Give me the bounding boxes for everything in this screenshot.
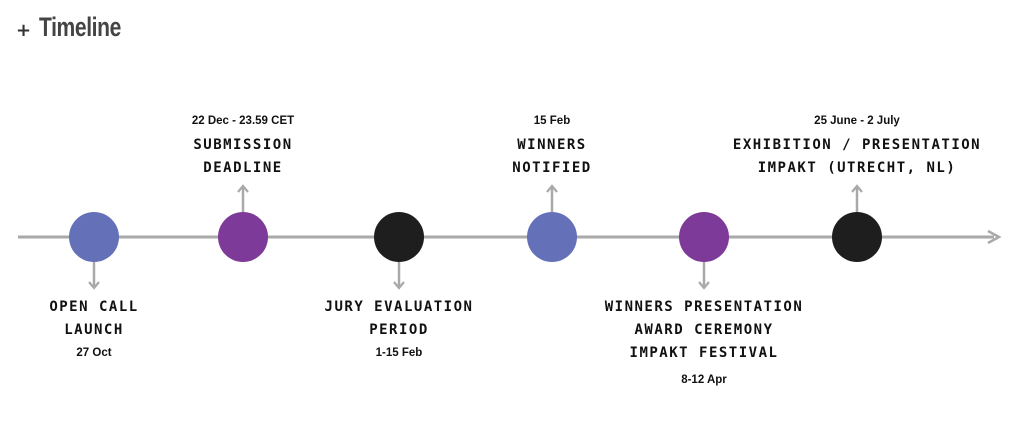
event-date: 27 Oct — [76, 347, 112, 359]
milestone-dot — [527, 212, 577, 262]
event-title: JURY EVALUATION PERIOD — [325, 296, 474, 342]
event-title-line: SUBMISSION — [193, 137, 293, 153]
connector-arrowhead — [393, 281, 405, 290]
milestone-dot — [69, 212, 119, 262]
event-date: 22 Dec - 23.59 CET — [191, 115, 295, 127]
event-submission-deadline: 22 Dec - 23.59 CET SUBMISSION DEADLINE — [192, 114, 294, 180]
milestone-dot — [832, 212, 882, 262]
connector-arrowhead — [698, 281, 710, 290]
event-title-line: DEADLINE — [203, 160, 283, 176]
event-title-line: PERIOD — [369, 322, 429, 338]
event-title: OPEN CALL LAUNCH — [49, 296, 138, 342]
event-title-line: IMPAKT (UTRECHT, NL) — [757, 160, 957, 176]
event-date: 1-15 Feb — [375, 347, 423, 359]
milestone-dot — [218, 212, 268, 262]
event-date: 25 June - 2 July — [814, 115, 900, 127]
event-title: WINNERS PRESENTATION AWARD CEREMONY IMPA… — [605, 296, 804, 365]
event-title-line: NOTIFIED — [512, 160, 592, 176]
event-date: 8-12 Apr — [681, 374, 727, 386]
event-title-line: JURY EVALUATION — [324, 299, 474, 315]
timeline-arrowhead — [987, 229, 1002, 245]
plus-icon: + — [16, 20, 32, 41]
event-title-line: WINNERS PRESENTATION — [604, 299, 804, 315]
connector-arrowhead — [851, 184, 863, 193]
connector-arrowhead — [237, 184, 249, 193]
header: + Timeline — [16, 12, 144, 43]
event-jury-evaluation: JURY EVALUATION PERIOD 1-15 Feb — [325, 296, 474, 360]
milestone-dot — [679, 212, 729, 262]
event-title: EXHIBITION / PRESENTATION IMPAKT (UTRECH… — [733, 134, 981, 180]
milestone-dot — [374, 212, 424, 262]
event-open-call: OPEN CALL LAUNCH 27 Oct — [49, 296, 138, 360]
event-title-line: LAUNCH — [64, 322, 124, 338]
event-title: SUBMISSION DEADLINE — [192, 134, 294, 180]
connector-arrowhead — [546, 184, 558, 193]
event-title-line: AWARD CEREMONY — [634, 322, 774, 338]
page-title: Timeline — [39, 12, 122, 42]
event-title: WINNERS NOTIFIED — [512, 134, 591, 180]
event-title-line: EXHIBITION / PRESENTATION — [732, 137, 982, 153]
event-title-line: OPEN CALL — [49, 299, 139, 315]
event-winners-presentation: WINNERS PRESENTATION AWARD CEREMONY IMPA… — [605, 296, 804, 387]
event-title-line: IMPAKT FESTIVAL — [629, 345, 779, 361]
event-exhibition: 25 June - 2 July EXHIBITION / PRESENTATI… — [733, 114, 981, 180]
connector-arrowhead — [88, 281, 100, 290]
event-winners-notified: 15 Feb WINNERS NOTIFIED — [512, 114, 591, 180]
event-date: 15 Feb — [533, 115, 571, 127]
event-title-line: WINNERS — [517, 137, 587, 153]
